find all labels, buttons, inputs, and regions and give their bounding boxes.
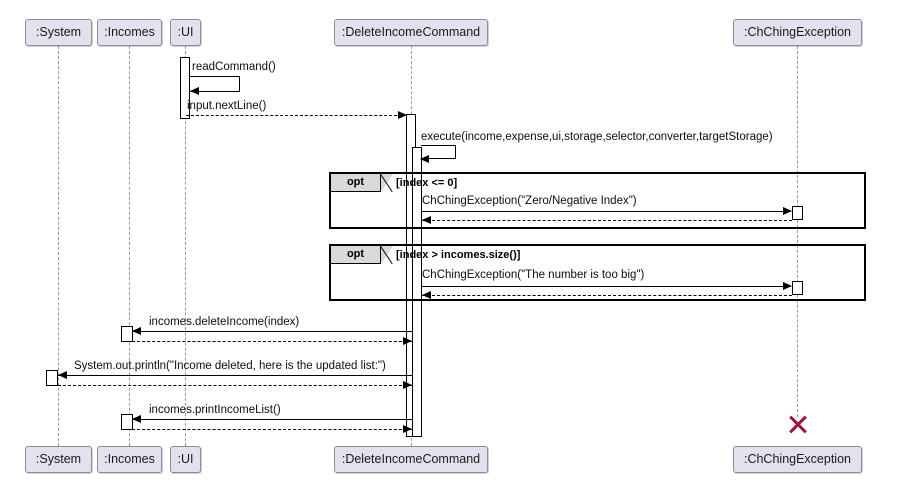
fragment-operator-label: opt	[346, 248, 365, 260]
arrowhead-readCommand	[190, 87, 199, 95]
self-call-readCommand	[190, 76, 240, 92]
arrowhead-return-deleteIncome	[403, 336, 412, 345]
message-line-printIncomeList	[132, 419, 412, 420]
message-line-inputNextLine	[186, 115, 402, 116]
participant-deleteincomecommand[interactable]: :DeleteIncomeCommand	[334, 19, 488, 46]
footer-participant-label: :UI	[177, 452, 194, 467]
message-line-deleteIncome	[132, 331, 412, 332]
activation-bar-system	[46, 370, 58, 386]
fragment-opt-1	[329, 172, 866, 229]
message-line-zeroNegativeIndex	[421, 211, 791, 212]
fragment-tab-corner-1	[381, 174, 393, 192]
message-line-return-zeroNegativeIndex	[422, 220, 792, 221]
message-label-numberTooBig: ChChingException("The number is too big"…	[422, 269, 645, 281]
arrowhead-return-printlnIncomeDeleted	[403, 380, 412, 389]
fragment-opt-2	[329, 244, 866, 301]
fragment-operator-label: opt	[346, 176, 365, 188]
footer-participant-incomes[interactable]: :Incomes	[97, 446, 162, 473]
participant-label: :Incomes	[104, 25, 155, 40]
message-line-numberTooBig	[421, 286, 791, 287]
message-line-return-deleteIncome	[132, 341, 412, 342]
message-label-printlnIncomeDeleted: System.out.println("Income deleted, here…	[74, 360, 386, 372]
participant-system[interactable]: :System	[25, 19, 92, 46]
message-label-printIncomeList: incomes.printIncomeList()	[149, 404, 281, 416]
lifeline-chchingexception	[797, 46, 798, 417]
activation-bar-ui	[180, 57, 190, 119]
destroy-x-icon	[787, 413, 809, 435]
message-label-zeroNegativeIndex: ChChingException("Zero/Negative Index")	[422, 195, 637, 207]
footer-participant-label: :ChChingException	[743, 452, 851, 467]
activation-bar-chchingexception-1	[792, 206, 803, 220]
message-label-readCommand: readCommand()	[192, 61, 276, 73]
fragment-tab-corner-2	[381, 246, 393, 264]
arrowhead-inputNextLine	[398, 110, 407, 119]
message-label-inputNextLine: input.nextLine()	[187, 100, 267, 112]
arrowhead-numberTooBig	[783, 281, 792, 290]
fragment-operator-opt-1: opt	[331, 174, 381, 192]
participant-label: :System	[35, 25, 82, 40]
message-label-deleteIncome: incomes.deleteIncome(index)	[149, 316, 300, 328]
arrowhead-printIncomeList	[132, 414, 141, 423]
participant-chchingexception[interactable]: :ChChingException	[733, 19, 862, 46]
arrowhead-return-numberTooBig	[422, 290, 431, 299]
message-line-return-printIncomeList	[132, 429, 412, 430]
participant-label: :UI	[177, 25, 194, 40]
lifeline-ui	[185, 46, 186, 446]
arrowhead-return-zeroNegativeIndex	[422, 215, 431, 224]
arrowhead-deleteIncome	[132, 326, 141, 335]
footer-participant-deleteincomecommand[interactable]: :DeleteIncomeCommand	[334, 446, 488, 473]
lifeline-system	[58, 46, 59, 446]
self-call-execute	[421, 145, 456, 159]
fragment-guard-opt-1: [index <= 0]	[396, 177, 458, 189]
activation-bar-chchingexception-2	[792, 281, 803, 295]
footer-participant-label: :System	[35, 452, 82, 467]
lifeline-incomes	[129, 46, 130, 446]
footer-participant-chchingexception[interactable]: :ChChingException	[733, 446, 862, 473]
arrowhead-zeroNegativeIndex	[783, 206, 792, 215]
activation-bar-deleteincomecommand-inner	[412, 147, 422, 437]
fragment-operator-opt-2: opt	[331, 246, 381, 264]
arrowhead-execute	[420, 154, 429, 163]
participant-ui[interactable]: :UI	[170, 19, 201, 46]
fragment-guard-opt-2: [index > incomes.size()]	[396, 249, 521, 261]
footer-participant-label: :Incomes	[104, 452, 155, 467]
participant-label: :DeleteIncomeCommand	[341, 25, 481, 40]
arrowhead-return-printIncomeList	[403, 424, 412, 433]
message-label-execute: execute(income,expense,ui,storage,select…	[421, 131, 773, 143]
footer-participant-ui[interactable]: :UI	[170, 446, 201, 473]
footer-participant-label: :DeleteIncomeCommand	[341, 452, 481, 467]
participant-incomes[interactable]: :Incomes	[97, 19, 162, 46]
footer-participant-system[interactable]: :System	[25, 446, 92, 473]
message-line-printlnIncomeDeleted	[58, 375, 412, 376]
message-line-return-printlnIncomeDeleted	[58, 385, 412, 386]
arrowhead-printlnIncomeDeleted	[58, 370, 67, 379]
participant-label: :ChChingException	[743, 25, 851, 40]
message-line-return-numberTooBig	[422, 295, 792, 296]
